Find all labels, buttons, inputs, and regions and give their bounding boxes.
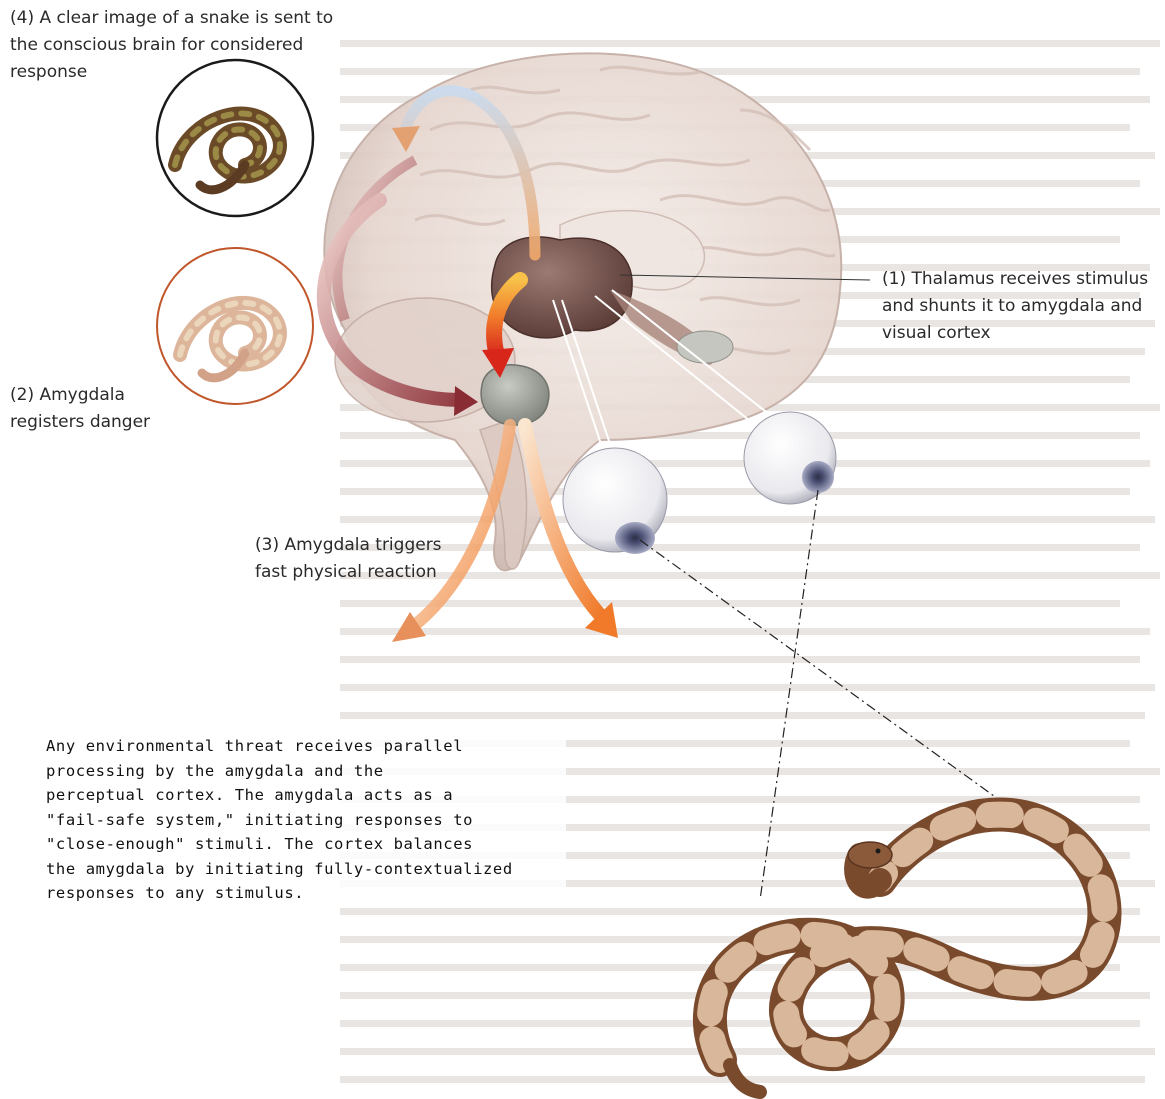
step-1-label: (1) Thalamus receives stimulus and shunt… <box>882 266 1165 347</box>
step-3-label: (3) Amygdala triggers fast physical reac… <box>255 532 485 586</box>
caption-text: Any environmental threat receives parall… <box>46 734 566 906</box>
step-4-label: (4) A clear image of a snake is sent to … <box>10 5 390 86</box>
amygdala <box>481 365 549 425</box>
step-2-label: (2) Amygdala registers danger <box>10 382 200 436</box>
amygdala-snake-circle <box>157 248 313 404</box>
right-eye <box>744 412 836 504</box>
snake-illustration <box>710 815 1105 1092</box>
sight-lines <box>640 490 1052 900</box>
left-eye <box>563 448 667 554</box>
